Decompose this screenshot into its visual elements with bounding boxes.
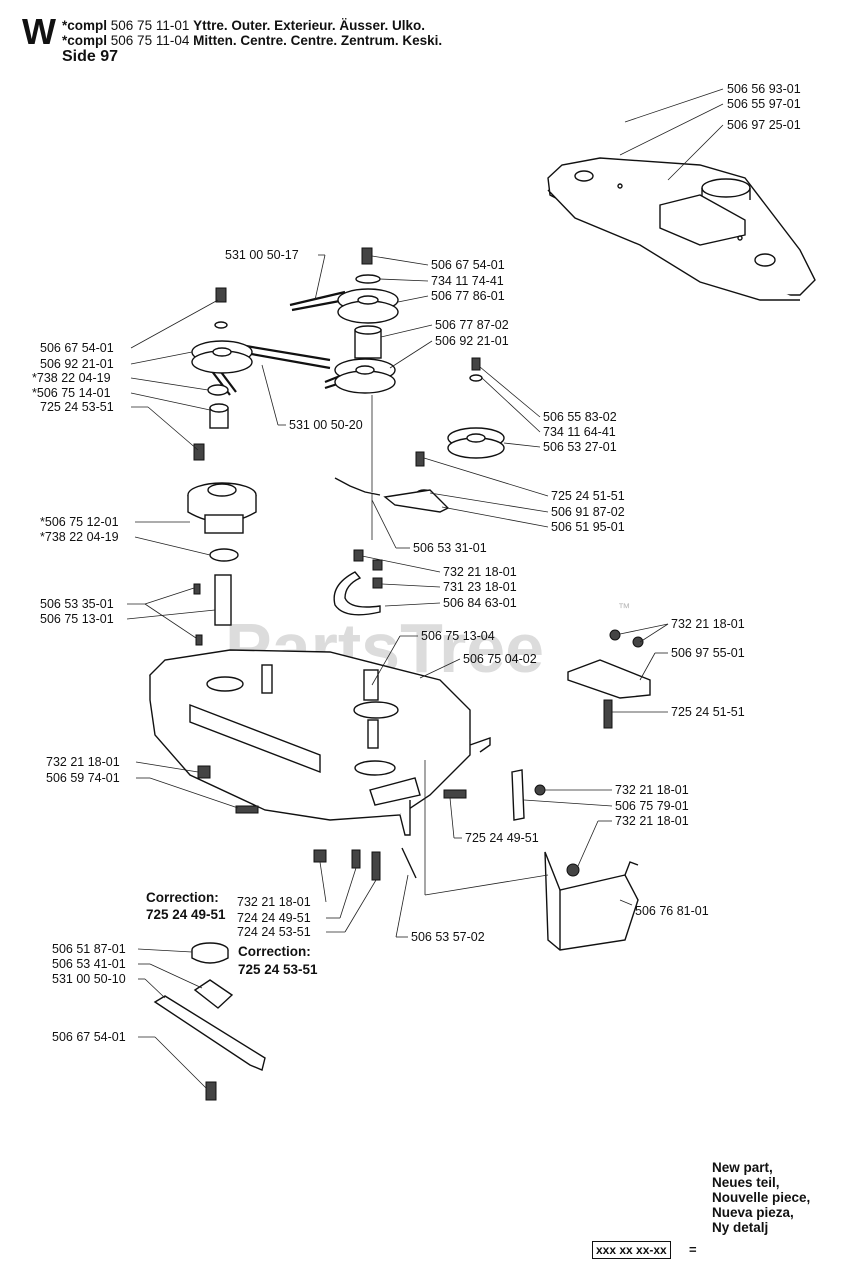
discharge-chute-drawing <box>443 769 639 951</box>
label-spring-top: 506 53 31-01 <box>413 541 487 555</box>
label-left-pulley: 506 92 21-01 <box>40 357 114 371</box>
header-line-2-prefix: *compl <box>62 33 108 48</box>
label-center-bolt: 506 67 54-01 <box>431 258 505 272</box>
header-line-1-prefix: *compl <box>62 18 108 33</box>
label-right-bracket: 506 97 55-01 <box>671 646 745 660</box>
header: W *compl 506 75 11-01 Yttre. Outer. Exte… <box>0 0 858 75</box>
label-mid-nut-2: 731 23 18-01 <box>443 580 517 594</box>
label-left-bearing: *738 22 04-19 <box>32 371 111 385</box>
label-hinge: 506 75 79-01 <box>615 799 689 813</box>
leader-lines <box>126 88 724 1089</box>
mower-deck-drawing <box>149 649 491 836</box>
legend-text: New part, Neues teil, Nouvelle piece, Nu… <box>712 1160 810 1235</box>
label-bottom-bolt-2: 724 24 53-51 <box>237 925 311 939</box>
label-arm-bolt: 725 24 51-51 <box>551 489 625 503</box>
label-chute: 506 76 81-01 <box>635 904 709 918</box>
header-line-2-part: 506 75 11-04 <box>110 33 190 48</box>
legend-part-box: xxx xx xx-xx <box>592 1241 671 1259</box>
correction-2-value: 725 24 53-51 <box>238 962 318 977</box>
label-deck: 506 75 04-02 <box>463 652 537 666</box>
label-left-housing: *506 75 12-01 <box>40 515 119 529</box>
legend-line: Neues teil, <box>712 1175 780 1190</box>
label-belt-top: 531 00 50-17 <box>225 248 299 262</box>
center-pulley-drawing <box>334 247 399 540</box>
label-right-nuts: 732 21 18-01 <box>671 617 745 631</box>
label-top-cover-3: 506 97 25-01 <box>727 118 801 132</box>
label-mid-nut: 732 21 18-01 <box>443 565 517 579</box>
header-line-2: *compl 506 75 11-04 Mitten. Centre. Cent… <box>62 33 442 48</box>
label-idler-arm: 506 51 95-01 <box>551 520 625 534</box>
label-hinge-nut: 732 21 18-01 <box>615 783 689 797</box>
label-left-nut: 732 21 18-01 <box>46 755 120 769</box>
label-idler-washer: 734 11 64-41 <box>543 425 616 439</box>
label-left-spacer: *506 75 14-01 <box>32 386 111 400</box>
label-bottom-nut: 732 21 18-01 <box>237 895 311 909</box>
label-arm-washer: 506 91 87-02 <box>551 505 625 519</box>
label-left-deflector: 506 59 74-01 <box>46 771 120 785</box>
label-shaft-2: 506 75 13-04 <box>421 629 495 643</box>
label-key: 506 53 35-01 <box>40 597 114 611</box>
label-bottom-bolt-1: 724 24 49-51 <box>237 911 311 925</box>
trademark-symbol: ™ <box>618 601 631 615</box>
label-center-pulley-2: 506 92 21-01 <box>435 334 509 348</box>
label-hinge-bolt: 725 24 49-51 <box>465 831 539 845</box>
label-left-bolt: 506 67 54-01 <box>40 341 114 355</box>
legend-line: Ny detalj <box>712 1220 769 1235</box>
label-left-bearing-2: *738 22 04-19 <box>40 530 119 544</box>
label-blade-holder: 506 53 41-01 <box>52 957 126 971</box>
idler-pulley-drawing <box>334 357 505 513</box>
legend-line: New part, <box>712 1160 773 1175</box>
correction-2-title: Correction: <box>238 944 311 959</box>
label-center-spacer: 506 77 87-02 <box>435 318 509 332</box>
page-side-number: Side 97 <box>62 48 119 65</box>
correction-1-title: Correction: <box>146 890 219 905</box>
label-top-cover-2: 506 55 97-01 <box>727 97 801 111</box>
top-cover-plate-drawing <box>547 157 816 301</box>
header-line-1-part: 506 75 11-01 <box>110 18 190 33</box>
label-right-bolt: 725 24 51-51 <box>671 705 745 719</box>
header-line-2-desc: Mitten. Centre. Centre. Zentrum. Keski. <box>193 33 443 48</box>
label-blade-washer: 506 51 87-01 <box>52 942 126 956</box>
blade-assembly-drawing <box>153 942 266 1101</box>
label-spring-bottom: 506 53 57-02 <box>411 930 485 944</box>
label-shaft: 506 75 13-01 <box>40 612 114 626</box>
label-idler-pulley: 506 53 27-01 <box>543 440 617 454</box>
right-bracket-drawing <box>567 629 651 729</box>
label-belt-mid: 531 00 50-20 <box>289 418 363 432</box>
belt-guide-drawing <box>333 549 383 616</box>
left-spindle-drawing <box>187 287 257 646</box>
label-idler-bolt: 506 55 83-02 <box>543 410 617 424</box>
label-blade-bolt: 506 67 54-01 <box>52 1030 126 1044</box>
legend-equals: = <box>689 1242 697 1257</box>
label-chute-nut: 732 21 18-01 <box>615 814 689 828</box>
part-number-labels: 506 56 93-01 506 55 97-01 506 97 25-01 5… <box>32 82 801 1044</box>
label-top-cover-1: 506 56 93-01 <box>727 82 801 96</box>
legend: New part, Neues teil, Nouvelle piece, Nu… <box>592 1160 852 1270</box>
label-blade: 531 00 50-10 <box>52 972 126 986</box>
header-line-1-desc: Yttre. Outer. Exterieur. Äusser. Ulko. <box>193 18 425 33</box>
header-line-1: *compl 506 75 11-01 Yttre. Outer. Exteri… <box>62 18 425 33</box>
correction-1-value: 725 24 49-51 <box>146 907 226 922</box>
label-center-pulley: 506 77 86-01 <box>431 289 505 303</box>
legend-line: Nouvelle piece, <box>712 1190 811 1205</box>
label-center-washer: 734 11 74-41 <box>431 274 504 288</box>
section-letter: W <box>22 11 56 52</box>
label-left-bushing: 725 24 53-51 <box>40 400 114 414</box>
legend-line: Nueva pieza, <box>712 1205 794 1220</box>
label-guide: 506 84 63-01 <box>443 596 517 610</box>
